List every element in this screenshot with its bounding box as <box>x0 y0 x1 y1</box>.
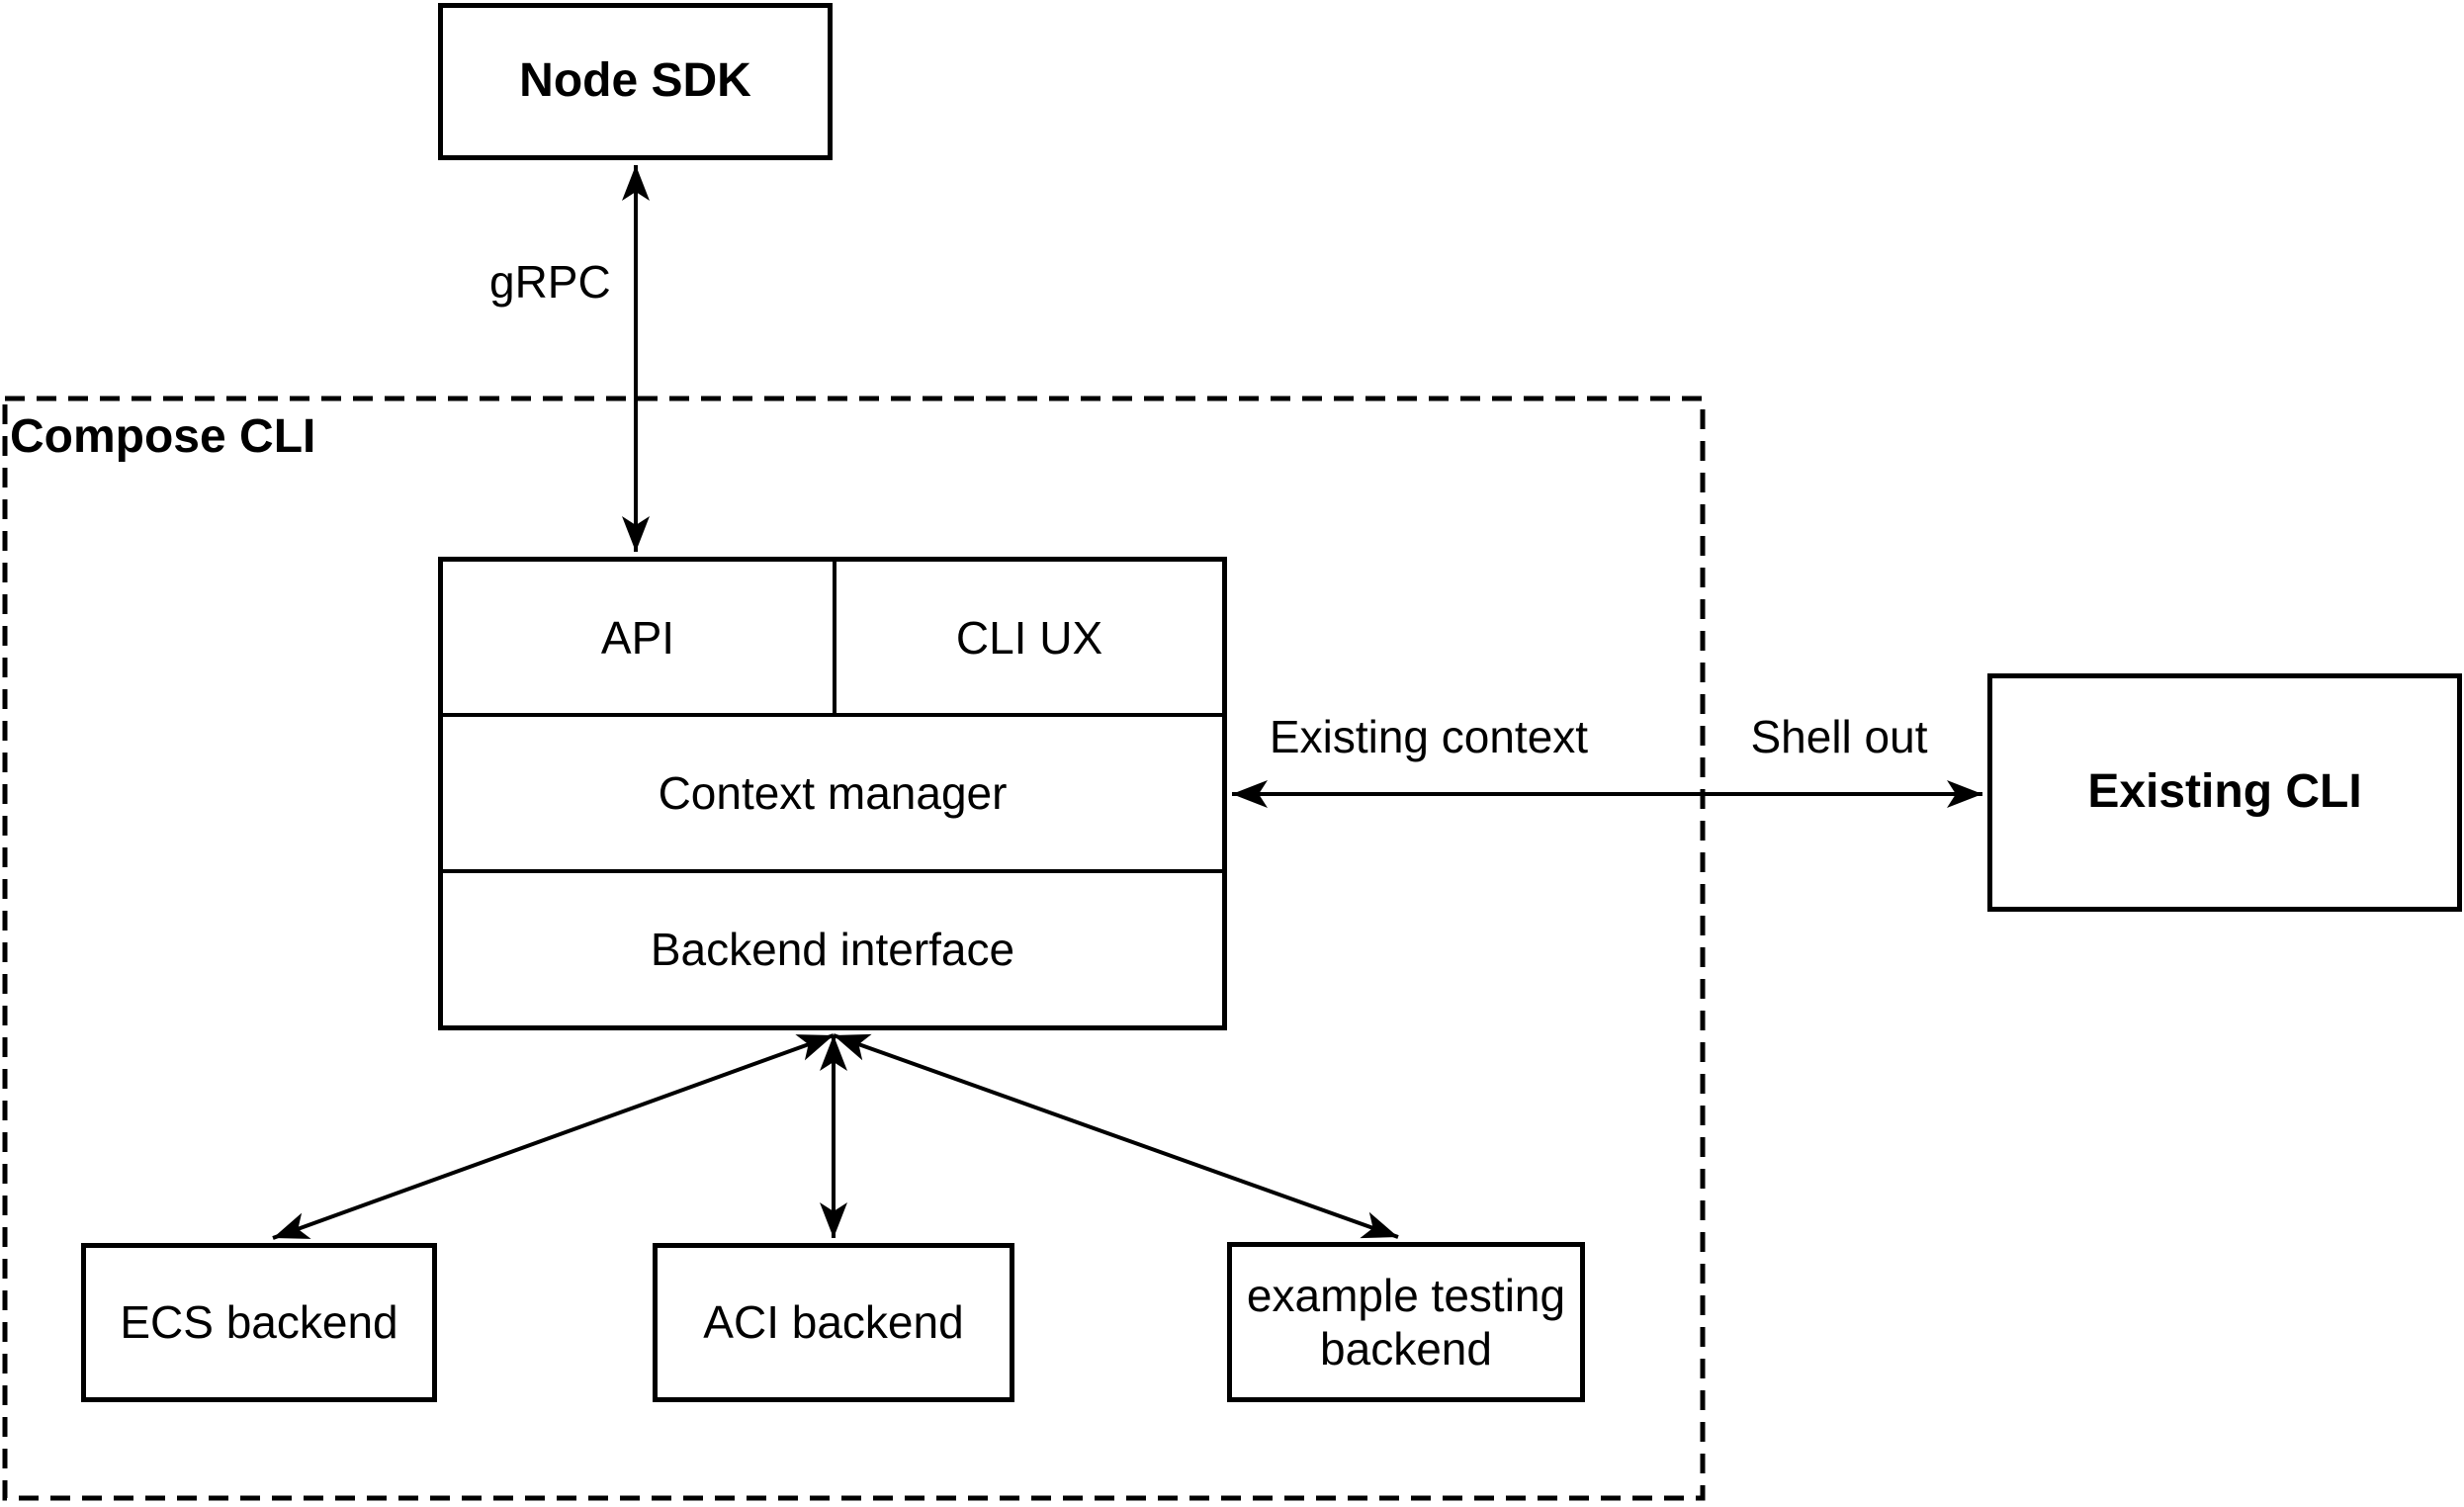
node-sdk-box: Node SDK <box>438 3 833 160</box>
example-testing-backend-label-line1: example testing <box>1246 1269 1566 1321</box>
api-label: API <box>600 611 675 664</box>
cli-ux-cell: CLI UX <box>833 562 1222 713</box>
existing-context-label: Existing context <box>1269 711 1589 762</box>
backend-interface-label: Backend interface <box>650 924 1015 975</box>
existing-cli-box: Existing CLI <box>1987 673 2462 912</box>
shell-out-label: Shell out <box>1750 711 1928 762</box>
ecs-backend-box: ECS backend <box>81 1243 437 1402</box>
example-testing-backend-label: example testing backend <box>1247 1269 1565 1376</box>
compose-cli-label: Compose CLI <box>10 410 316 463</box>
aci-backend-box: ACI backend <box>653 1243 1014 1402</box>
backend-arrow-ecs <box>272 1033 835 1240</box>
example-testing-backend-label-line2: backend <box>1320 1323 1492 1374</box>
compose-cli-core-box: API CLI UX Context manager Backend inter… <box>438 557 1227 1030</box>
context-manager-label: Context manager <box>658 767 1008 819</box>
backend-interface-cell: Backend interface <box>443 869 1222 1025</box>
api-cell: API <box>443 562 833 713</box>
top-row: API CLI UX <box>443 562 1222 713</box>
compose-cli-container <box>2 396 1706 1501</box>
backend-arrow-example <box>833 1033 1399 1239</box>
existing-cli-label: Existing CLI <box>2087 765 2362 819</box>
grpc-label: gRPC <box>489 256 611 308</box>
ecs-backend-label: ECS backend <box>120 1296 398 1349</box>
cli-ux-label: CLI UX <box>955 611 1103 664</box>
aci-backend-label: ACI backend <box>703 1296 964 1349</box>
node-sdk-label: Node SDK <box>519 54 751 108</box>
example-testing-backend-box: example testing backend <box>1227 1242 1585 1402</box>
context-manager-cell: Context manager <box>443 713 1222 869</box>
